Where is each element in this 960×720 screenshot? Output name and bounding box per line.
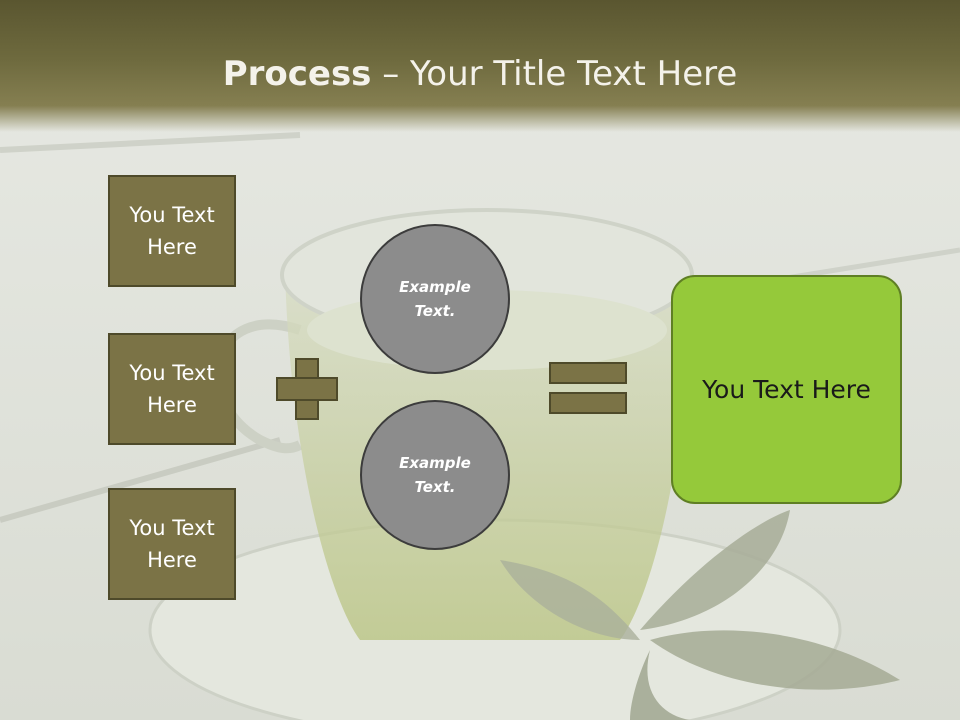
example-circle-2[interactable]: Example Text. [360, 400, 510, 550]
title-rest: – Your Title Text Here [371, 54, 738, 94]
circle-label: Example Text. [399, 278, 471, 320]
equals-top-bar [549, 362, 627, 384]
input-box-label: You Text Here [129, 203, 215, 259]
equals-bottom-bar [549, 392, 627, 414]
result-box[interactable]: You Text Here [671, 275, 902, 504]
plus-center [297, 379, 317, 399]
slide-title: Process – Your Title Text Here [0, 52, 960, 96]
circle-label: Example Text. [399, 454, 471, 496]
example-circle-1[interactable]: Example Text. [360, 224, 510, 374]
title-bold: Process [222, 54, 372, 94]
input-box-3[interactable]: You Text Here [108, 488, 236, 600]
input-box-1[interactable]: You Text Here [108, 175, 236, 287]
input-box-label: You Text Here [129, 516, 215, 572]
header-bar [0, 0, 960, 132]
result-label: You Text Here [702, 375, 871, 404]
input-box-2[interactable]: You Text Here [108, 333, 236, 445]
input-box-label: You Text Here [129, 361, 215, 417]
